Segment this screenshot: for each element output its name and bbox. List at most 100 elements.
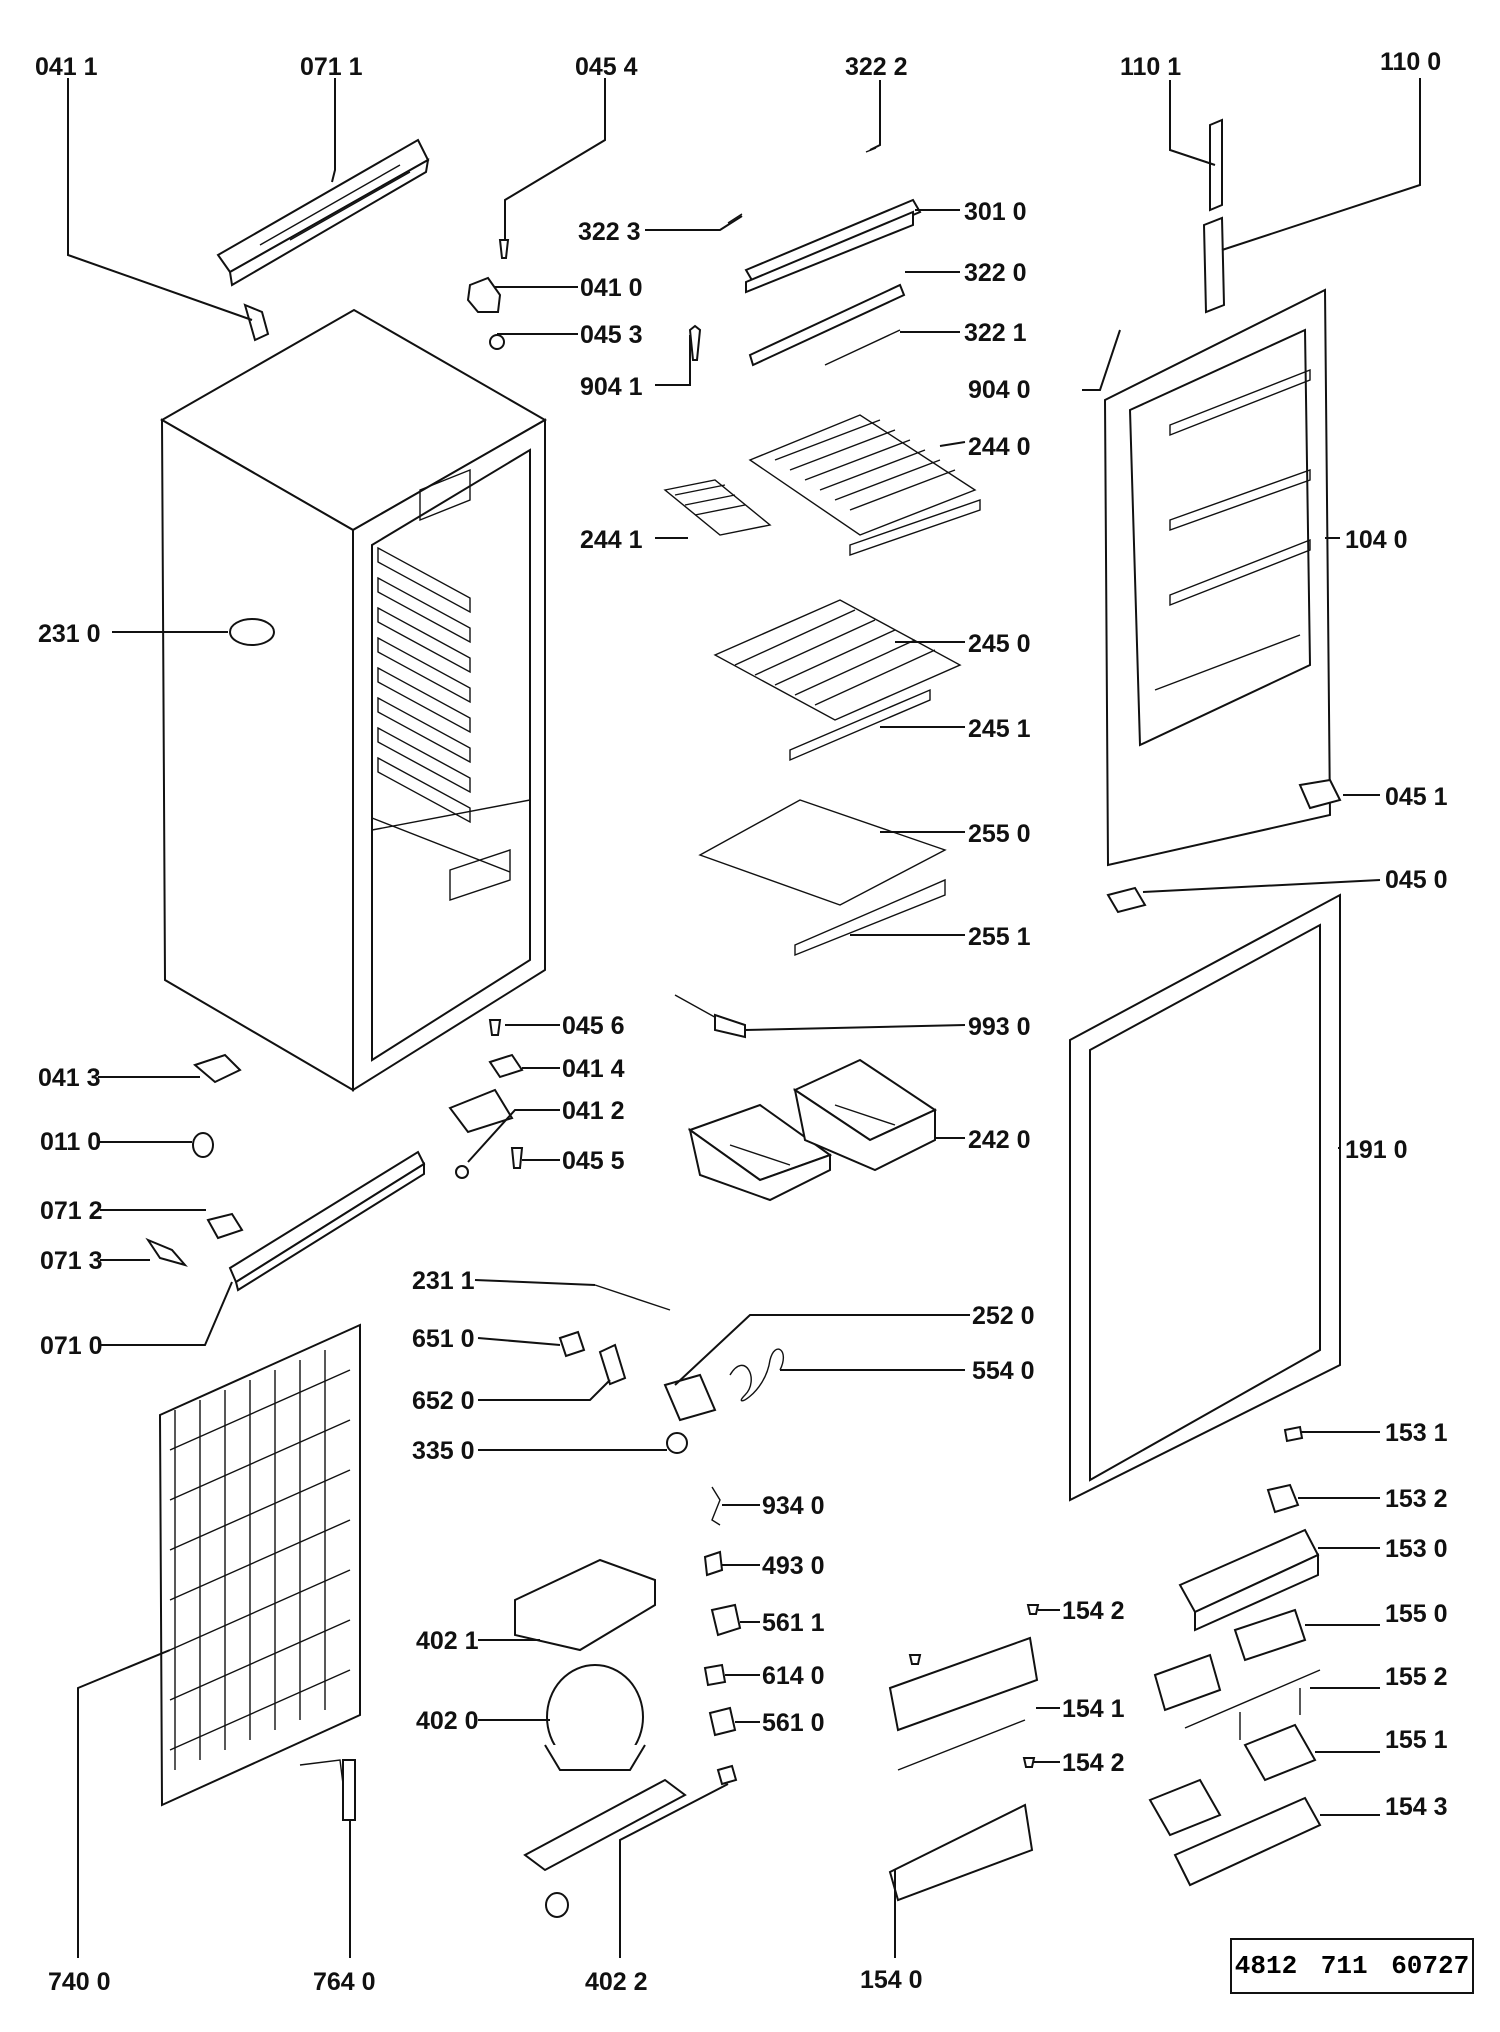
part-label: 155 1 [1385,1726,1448,1754]
hinge-110 [1202,118,1226,314]
wire-934 [711,1486,721,1526]
part-label: 554 0 [972,1357,1035,1385]
part-label: 255 1 [968,923,1031,951]
cabinet-body [159,308,548,1092]
bar-155-2 [1184,1669,1321,1740]
part-label: 153 1 [1385,1419,1448,1447]
part-labels: 041 1 071 1 045 4 322 2 110 1 110 0 322 … [35,48,1448,1996]
part-label: 904 0 [968,376,1031,404]
part-label: 245 0 [968,630,1031,658]
part-label: 154 0 [860,1966,923,1994]
balcony-154-3 [1173,1796,1322,1887]
part-label: 231 1 [412,1267,475,1295]
part-label: 244 0 [968,433,1031,461]
grommet-402-2 [545,1892,569,1918]
clip-402-2 [716,1764,738,1786]
screw-045-5 [510,1147,524,1169]
part-label: 322 3 [578,218,641,246]
part-label: 154 2 [1062,1749,1125,1777]
bracket-071-3 [145,1237,188,1267]
part-label: 045 1 [1385,783,1448,811]
part-label: 740 0 [48,1968,111,1996]
part-label: 153 2 [1385,1485,1448,1513]
part-label: 245 1 [968,715,1031,743]
part-label: 652 0 [412,1387,475,1415]
part-label: 071 2 [40,1197,103,1225]
part-label: 764 0 [313,1968,376,1996]
screw-154-2 [1022,1757,1036,1768]
crisper-drawers [687,1058,938,1202]
part-label: 154 3 [1385,1793,1448,1821]
screw-154 [908,1654,922,1665]
foot-part [192,1132,214,1158]
hinge-pin-part [1106,886,1147,914]
part-label: 934 0 [762,1492,825,1520]
part-label: 402 2 [585,1968,648,1996]
part-label: 614 0 [762,1662,825,1690]
overload-561-0 [708,1706,737,1737]
part-label: 244 1 [580,526,643,554]
lamp-cover-part [727,147,922,367]
shelf-244 [663,414,981,556]
part-label: 110 0 [1380,48,1441,76]
cap-part [489,334,505,350]
leader-lines [67,78,1421,1958]
part-label: 071 3 [40,1247,103,1275]
spring-part [729,1348,785,1402]
wire-shelf-245 [713,599,962,762]
glass-shelf-255 [698,799,947,957]
knob-part [666,1432,688,1454]
part-label: 041 3 [38,1064,101,1092]
bracket-041-2 [448,1088,514,1134]
part-label: 651 0 [412,1325,475,1353]
tray-155-1b [1148,1778,1222,1837]
part-label: 561 0 [762,1709,825,1737]
screw-part [498,239,510,259]
screw-154-2 [1026,1604,1040,1615]
part-label: 322 1 [964,319,1027,347]
door-rack-153 [1178,1528,1320,1632]
part-label: 904 1 [580,373,643,401]
drier-part [342,1759,356,1821]
clip-153-1 [1283,1425,1304,1443]
condenser-coil [158,1323,361,1807]
clip-041-4 [488,1053,524,1079]
part-label: 335 0 [412,1437,475,1465]
probe-wire-part [594,1284,671,1311]
compressor [544,1664,646,1771]
part-label: 322 2 [845,53,908,81]
door-balcony-154 [888,1636,1039,1902]
part-label: 402 1 [416,1627,479,1655]
part-label: 493 0 [762,1552,825,1580]
part-label: 155 2 [1385,1663,1448,1691]
base-rail [228,1150,426,1292]
part-label: 110 1 [1120,53,1181,81]
bracket-071-2 [206,1212,244,1240]
clip-153-2 [1266,1483,1300,1514]
tray-155-1 [1243,1723,1317,1782]
part-label: 191 0 [1345,1136,1408,1164]
part-label: 242 0 [968,1126,1031,1154]
part-label: 301 0 [964,198,1027,226]
part-label: 071 1 [300,53,363,81]
holder-155 [1153,1653,1222,1712]
part-label: 993 0 [968,1013,1031,1041]
part-label: 045 6 [562,1012,625,1040]
thermostat-part [663,1373,717,1422]
lamp-socket-part [558,1330,586,1358]
bracket-part [243,303,270,342]
part-label: 561 1 [762,1609,825,1637]
part-label: 041 0 [580,274,643,302]
hinge-bracket-part [466,276,502,313]
egg-tray-155-0 [1233,1608,1307,1662]
bracket-041-3 [193,1053,242,1084]
hinge-pin-part [1298,778,1342,810]
part-label: 231 0 [38,620,101,648]
relay-493 [703,1550,724,1577]
part-label: 155 0 [1385,1600,1448,1628]
part-label: 154 2 [1062,1597,1125,1625]
part-label: 255 0 [968,820,1031,848]
probe-part [674,994,746,1039]
clip-614 [703,1663,727,1687]
